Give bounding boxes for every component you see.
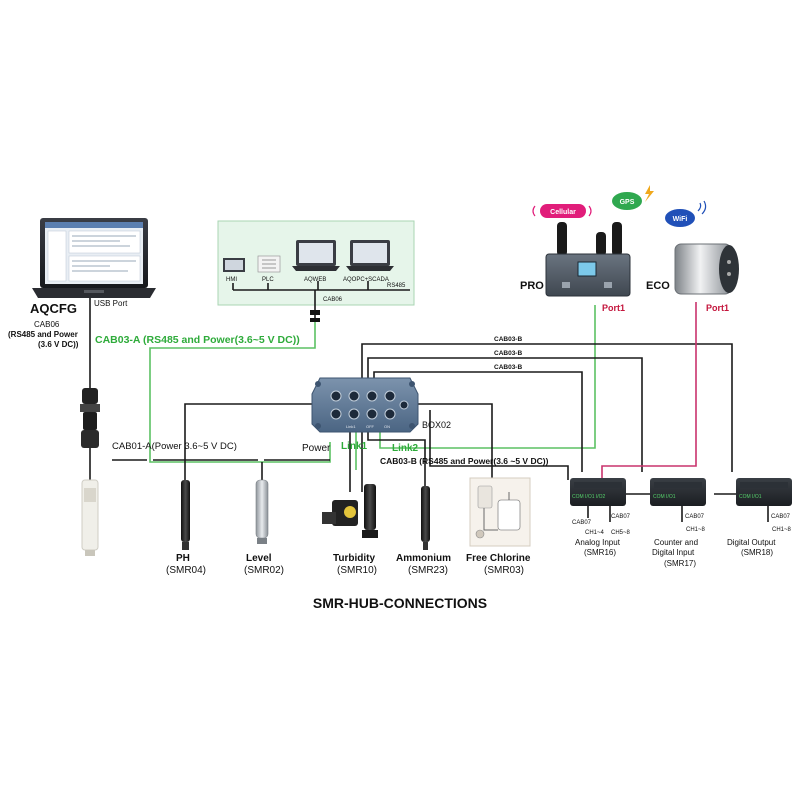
turbidity-code: (SMR10) <box>337 565 377 576</box>
eco-name: ECO <box>646 280 670 292</box>
cab03b-wire-2 <box>367 357 643 472</box>
ph-code: (SMR04) <box>166 565 206 576</box>
smr16-cab07-a: CAB07 <box>572 520 592 526</box>
smr16-ch-a: CH1~4 <box>585 530 605 536</box>
cab03b-label-2: CAB03-B <box>494 350 522 357</box>
pro-port-label: Port1 <box>602 303 625 313</box>
ph-sensor[interactable] <box>181 480 190 550</box>
cab03b-wire-1 <box>361 343 733 472</box>
eco-gateway[interactable] <box>674 243 739 295</box>
smr17-ch-a: CH1~8 <box>686 527 706 533</box>
gps-badge-text: GPS <box>620 199 635 206</box>
cab03b-main-label: CAB03-B (RS485 and Power(3.6 ~5 V DC)) <box>380 456 549 466</box>
hub-power-label: Power <box>302 443 331 454</box>
ammonium-code: (SMR23) <box>408 565 448 576</box>
cab03b-main-wire <box>429 410 569 480</box>
aqcfg-laptop[interactable] <box>32 218 156 298</box>
aqopc-scada-label: AQOPC+SCADA <box>343 277 389 283</box>
smr17-title-1: Counter and <box>654 538 698 547</box>
cab01a-label: CAB01-A(Power 3.6~5 V DC) <box>112 441 237 452</box>
box02-hub[interactable] <box>311 377 419 433</box>
smr16-title-1: Analog Input <box>575 538 621 547</box>
aqweb-computer[interactable] <box>292 240 340 271</box>
digital-output-module[interactable] <box>736 478 792 506</box>
rs485-label: RS485 <box>387 283 406 289</box>
panel-cab06-label: CAB06 <box>323 297 343 303</box>
smr17-cab07: CAB07 <box>685 514 705 520</box>
hub-name: BOX02 <box>422 420 451 430</box>
smr18-title-2: (SMR18) <box>741 548 773 557</box>
link2-wire <box>379 305 596 449</box>
smr16-face: COM I/O1 I/O2 <box>572 494 606 500</box>
eco-port-wire <box>601 302 697 480</box>
panel-plug-icon <box>310 310 320 315</box>
plc-device[interactable] <box>257 255 281 273</box>
ammonium-name: Ammonium <box>396 553 451 564</box>
free-chlorine-sensor[interactable] <box>469 477 531 547</box>
gps-badge: GPS <box>612 192 642 210</box>
cab03a-label: CAB03-A (RS485 and Power(3.6~5 V DC)) <box>95 334 300 346</box>
level-sensor[interactable] <box>255 479 269 544</box>
usb-connector <box>80 388 100 448</box>
plc-label: PLC <box>262 277 274 283</box>
cellular-badge-text: Cellular <box>550 209 576 216</box>
cab03a-wire <box>149 320 331 463</box>
pro-gateway[interactable] <box>545 222 631 297</box>
counter-digital-input-module[interactable] <box>650 478 706 506</box>
level-name: Level <box>246 553 272 564</box>
smr16-cab07-wire <box>587 506 611 522</box>
aqcfg-label: AQCFG <box>30 301 77 316</box>
hub-port-off: OFF <box>366 424 375 429</box>
aqweb-label: AQWEB <box>304 277 326 283</box>
hub-link1-label: Link1 <box>341 441 368 452</box>
panel-plug-icon-2 <box>310 318 320 322</box>
hmi-device[interactable] <box>223 258 245 272</box>
cab06-label: CAB06 <box>34 320 60 329</box>
turbidity-wire <box>349 430 363 492</box>
ph-name: PH <box>176 553 190 564</box>
smr16-cab07-b: CAB07 <box>611 514 631 520</box>
wifi-signal-icon <box>697 200 707 215</box>
hub-port-on: ON <box>384 424 390 429</box>
ph-wire <box>184 403 336 480</box>
free-chlorine-code: (SMR03) <box>484 565 524 576</box>
smr17-face: COM I/O1 <box>653 494 676 500</box>
hub-link2-label: Link2 <box>392 443 419 454</box>
cab03b-label-1: CAB03-B <box>494 336 522 343</box>
eco-port-label: Port1 <box>706 303 729 313</box>
diagram-title: SMR-HUB-CONNECTIONS <box>313 595 487 611</box>
turbidity-sensor[interactable] <box>322 484 378 538</box>
smr16-title-2: (SMR16) <box>584 548 616 557</box>
ammonium-sensor[interactable] <box>421 486 430 550</box>
ammonium-wire <box>367 430 426 486</box>
level-code: (SMR02) <box>244 565 284 576</box>
lightning-icon <box>645 185 654 202</box>
smr18-title-1: Digital Output <box>727 538 776 547</box>
cellular-badge: Cellular <box>540 204 586 218</box>
smr18-face: COM I/O1 <box>739 494 762 500</box>
cellular-signal-icon <box>532 205 592 217</box>
analog-input-module[interactable] <box>570 478 626 506</box>
wifi-badge-text: WiFi <box>673 216 688 223</box>
scada-bus <box>232 281 410 320</box>
chlorine-wire <box>405 403 493 478</box>
wifi-badge: WiFi <box>665 209 695 227</box>
aqopc-scada-computer[interactable] <box>346 240 394 271</box>
hub-port-link1: Link1 <box>346 424 356 429</box>
smr17-title-2: Digital Input <box>652 548 695 557</box>
pro-name: PRO <box>520 280 544 292</box>
cab06-desc-1: (RS485 and Power <box>8 330 78 339</box>
cab06-desc-2: (3.6 V DC)) <box>38 340 79 349</box>
hmi-label: HMI <box>226 277 237 283</box>
smr18-cab07: CAB07 <box>771 514 791 520</box>
turbidity-name: Turbidity <box>333 553 375 564</box>
smr18-ch-a: CH1~8 <box>772 527 792 533</box>
smr16-ch-b: CH5~8 <box>611 530 631 536</box>
usb-port-label: USB Port <box>94 299 128 308</box>
smr17-title-3: (SMR17) <box>664 559 696 568</box>
config-probe <box>81 479 99 556</box>
free-chlorine-name: Free Chlorine <box>466 553 531 564</box>
cab03b-label-3: CAB03-B <box>494 364 522 371</box>
